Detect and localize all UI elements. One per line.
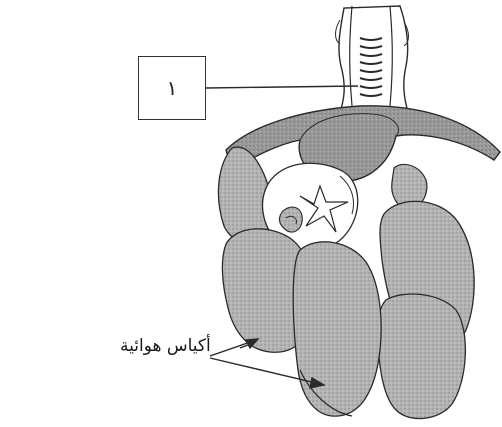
trachea	[336, 6, 409, 112]
interclavicular-air-sac	[226, 106, 500, 181]
left-abdominal-air-sac	[293, 242, 381, 416]
part-number-text: ١	[167, 76, 178, 100]
right-abdominal-air-sac	[378, 294, 465, 419]
air-sacs-caption: أكياس هوائية	[120, 336, 211, 356]
part-number-label: ١	[138, 56, 206, 120]
label-leader-line	[206, 86, 358, 88]
